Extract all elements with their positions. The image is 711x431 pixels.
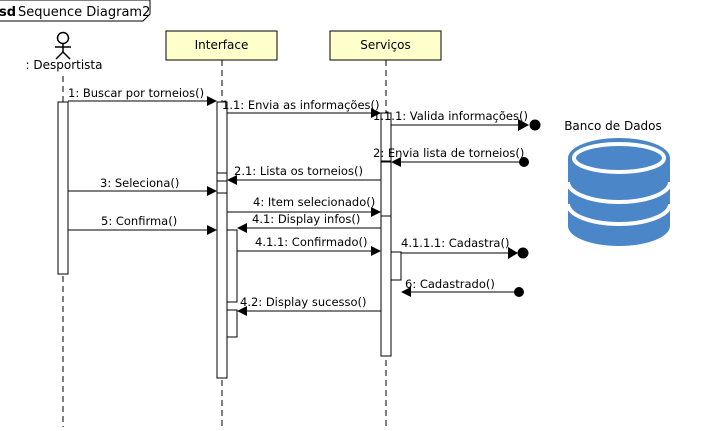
message-label-1: 1: Buscar por torneios(): [68, 86, 204, 100]
message-label-1-1-1: 1.1.1: Valida informações(): [373, 109, 528, 123]
actor-label: : Desportista: [26, 58, 103, 72]
message-label-4-1-1: 4.1.1: Confirmado(): [255, 235, 367, 249]
database-label: Banco de Dados: [564, 119, 662, 133]
actor-desportista[interactable]: : Desportista: [26, 31, 103, 73]
activation-interface-nested-1: [226, 229, 238, 303]
message-label-4: 4: Item selecionado(): [253, 195, 375, 209]
message-label-2: 2: Envia lista de torneios(): [373, 146, 524, 160]
lost-message-endpoint-2: [508, 247, 529, 259]
found-message-origin-6: [514, 287, 524, 297]
activation-servicos-nested: [390, 251, 402, 281]
activation-interface-nested-2: [226, 309, 238, 338]
found-message-origin-2: [519, 157, 529, 167]
database-icon[interactable]: Banco de Dados: [564, 119, 672, 246]
lifeline-label-servicos: Serviços: [360, 38, 411, 52]
activation-interface-2: [216, 180, 228, 194]
message-label-4-2: 4.2: Display sucesso(): [240, 295, 367, 309]
frame-tab: sd Sequence Diagram2: [0, 0, 151, 22]
activation-interface-1: [216, 101, 228, 174]
message-label-1-1: 1.1: Envia as informações(): [222, 98, 380, 112]
message-label-2-1: 2.1: Lista os torneios(): [234, 164, 363, 178]
lifeline-head-servicos[interactable]: Serviços: [329, 30, 442, 61]
activation-servicos-2: [380, 161, 392, 217]
frame-title: Sequence Diagram2: [18, 5, 150, 20]
lost-message-endpoint-1: [518, 119, 541, 131]
message-label-4-1: 4.1: Display infos(): [252, 212, 360, 226]
message-label-6: 6: Cadastrado(): [405, 277, 495, 291]
lifeline-head-interface[interactable]: Interface: [165, 30, 278, 61]
activation-desportista: [57, 101, 69, 275]
lifeline-label-interface: Interface: [195, 38, 249, 52]
message-label-4-1-1-1: 4.1.1.1: Cadastra(): [401, 236, 509, 250]
frame-keyword: sd: [0, 5, 16, 20]
message-label-3: 3: Seleciona(): [100, 176, 179, 190]
message-label-5: 5: Confirma(): [101, 214, 177, 228]
stick-figure-icon: [55, 31, 71, 60]
activation-servicos-1: [380, 112, 392, 162]
